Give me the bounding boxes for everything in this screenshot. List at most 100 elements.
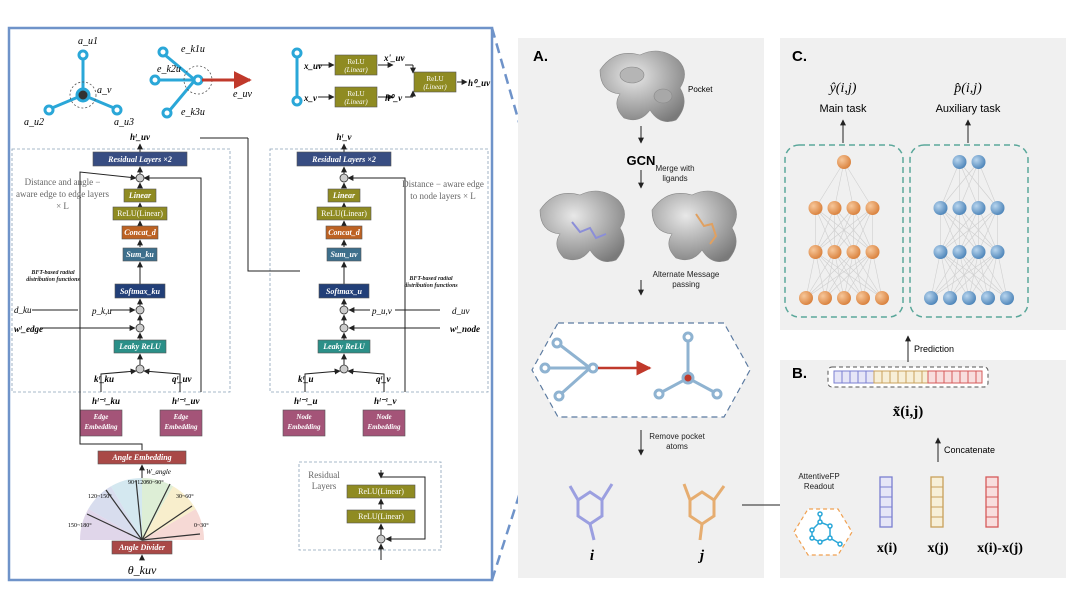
edge-sum-label: Sum_ku <box>126 250 154 259</box>
ligand-j-icon <box>682 483 726 541</box>
edge-embedding-box-1 <box>79 409 123 437</box>
aux-net-connection <box>930 251 979 299</box>
main-net-connection <box>824 251 873 299</box>
xdiff-label: x(i)-x(j) <box>977 541 1023 556</box>
aux-net-neuron <box>990 245 1005 259</box>
pocket-label: Pocket <box>688 85 713 94</box>
residual-block <box>298 461 442 560</box>
label-a-u1: a_u1 <box>78 36 98 47</box>
angle-60-90: 60~90° <box>146 479 164 486</box>
main-net-connection <box>843 161 854 209</box>
aux-net-connection <box>940 161 979 209</box>
aux-net-neuron <box>971 155 986 169</box>
main-net-connection <box>853 207 873 253</box>
main-net-connection <box>805 251 854 299</box>
init-relu3-sub: (Linear) <box>423 83 447 91</box>
remove-fo: Remove pocket atoms <box>649 432 705 451</box>
concat-vector <box>833 370 983 384</box>
panel-b: B. x̃(i,j) Concatenate AttentiveFP Reado… <box>780 360 1066 578</box>
node-k-label: kˡ_u <box>298 374 314 384</box>
aux-net-neuron <box>924 291 938 305</box>
panel-a-label: A. <box>533 48 548 65</box>
aux-net-connection <box>978 161 998 209</box>
init-diagram <box>291 47 468 108</box>
node-bft-fo: BFT-based radial distribution functions <box>404 276 458 289</box>
molecule-graph-icon <box>809 511 843 547</box>
aux-net-connection <box>930 251 960 299</box>
main-task-label: Main task <box>819 103 867 115</box>
p-hat-label: p̂(i,j) <box>953 81 982 96</box>
angle-fan <box>80 478 204 541</box>
node-residual-label: Residual Layers ×2 <box>311 155 376 164</box>
aux-net-connection <box>940 207 998 253</box>
label-h-v0: h⁰_v <box>385 93 403 103</box>
merge-fo: Merge with ligands <box>655 164 694 183</box>
aux-net-neuron <box>971 201 986 215</box>
panel-c-bg <box>780 38 1066 330</box>
aux-net-connection <box>930 251 941 299</box>
main-task-network <box>799 155 889 305</box>
edge-w-label: wˡ_edge <box>14 324 43 334</box>
main-net-connection <box>872 251 883 299</box>
node-embedding-box-2 <box>362 409 406 437</box>
node-h-in1: hˡ⁻¹_u <box>294 396 317 406</box>
aux-net-neuron <box>971 245 986 259</box>
aux-net-connection <box>949 251 998 299</box>
edge-q-label: qˡ_uv <box>172 374 193 384</box>
node-d-label: d_uv <box>452 306 470 316</box>
node-emb2-text: Node Embedding <box>367 413 400 431</box>
edge-star-icon <box>149 46 213 119</box>
edge-stack: hˡ_uv Residual Layers ×2 Linear ReLU(Lin… <box>11 132 231 393</box>
aux-net-neuron <box>962 291 976 305</box>
main-net-neuron <box>846 201 861 215</box>
init-relu1: ReLU <box>347 58 364 66</box>
main-net-neuron <box>837 155 851 169</box>
theta-label: θ_kuv <box>128 563 157 577</box>
node-relu-label: ReLU(Linear) <box>321 209 367 218</box>
prediction-label: Prediction <box>914 344 954 354</box>
angle-divider-label: Angle Divider <box>118 543 166 552</box>
aux-net-neuron <box>1000 291 1014 305</box>
y-hat-label: ŷ(i,j) <box>828 81 857 96</box>
edge-output-label: hˡ_uv <box>130 132 151 142</box>
node-side-text-box: Distance − aware edge to node layers × L <box>402 179 484 201</box>
main-net-neuron <box>846 245 861 259</box>
node-leaky-label: Leaky ReLU <box>322 342 366 351</box>
main-net-neuron <box>837 291 851 305</box>
angle-embedding-label: Angle Embedding <box>111 453 171 462</box>
vector-xi <box>879 476 893 528</box>
aux-net-connection <box>997 251 1008 299</box>
angle-30-60: 30~60° <box>176 493 194 500</box>
edge-add-node-1 <box>135 173 145 183</box>
main-net-connection <box>815 161 845 209</box>
main-net-neuron <box>808 201 823 215</box>
edge-d-label: d_ku <box>14 305 32 315</box>
label-e-k1u: e_k1u <box>181 44 205 55</box>
pocket-with-ligand-j <box>651 190 737 262</box>
edge-k-label: kˡ_ku <box>94 374 114 384</box>
aux-net-neuron <box>933 201 948 215</box>
node-embedding-box-1 <box>282 409 326 437</box>
aux-net-connection <box>930 251 998 299</box>
vector-xdiff <box>985 476 999 528</box>
main-net-connection <box>805 251 873 299</box>
node-p-label: p_u,v <box>371 306 392 316</box>
main-net-neuron <box>856 291 870 305</box>
residual-relu1-label: ReLU(Linear) <box>358 487 404 496</box>
label-x-uv-prime: x'_uv <box>383 53 406 63</box>
main-net-neuron <box>818 291 832 305</box>
main-net-connection <box>815 207 873 253</box>
main-net-connection <box>834 161 845 209</box>
node-sum-label: Sum_uv <box>330 250 358 259</box>
init-relu3: ReLU <box>426 75 443 83</box>
aux-net-connection <box>978 207 998 253</box>
edge-stack-dashed-box <box>11 148 231 393</box>
main-net-connection <box>862 251 873 299</box>
main-net-neuron <box>875 291 889 305</box>
node-concat-label: Concat_d <box>328 228 361 237</box>
edge-emb2-text: Edge Embedding <box>164 413 197 431</box>
label-e-k3u: e_k3u <box>181 107 205 118</box>
aux-net-neuron <box>981 291 995 305</box>
angle-weight-label: W_angle <box>146 468 171 476</box>
edge-bft-fo: BFT-based radial distribution functions <box>26 270 80 283</box>
